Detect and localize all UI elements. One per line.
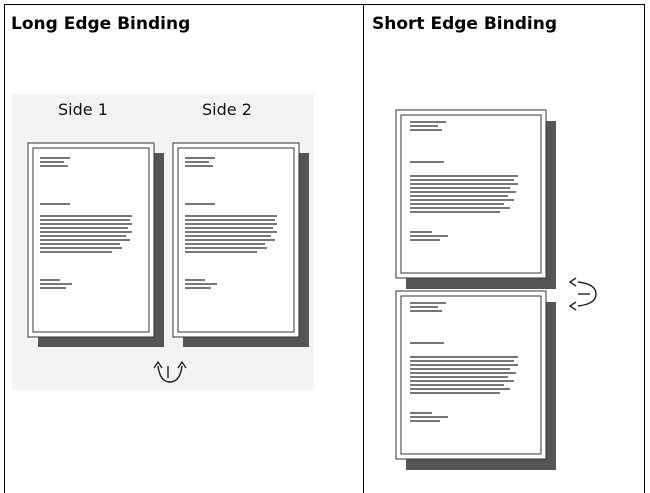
binding-table: [4, 4, 645, 493]
side-2-page: [172, 142, 309, 347]
flip-rotate-icon: [153, 360, 187, 383]
short-edge-bottom-page: [395, 290, 556, 470]
flip-rotate-icon: [568, 277, 597, 311]
short-edge-title: Short Edge Binding: [372, 14, 558, 34]
side-1-label: Side 1: [58, 100, 108, 119]
side-2-label: Side 2: [202, 100, 252, 119]
short-edge-top-page: [395, 109, 556, 289]
side-1-page: [27, 142, 164, 347]
column-divider: [363, 4, 364, 493]
long-edge-title: Long Edge Binding: [11, 14, 191, 34]
